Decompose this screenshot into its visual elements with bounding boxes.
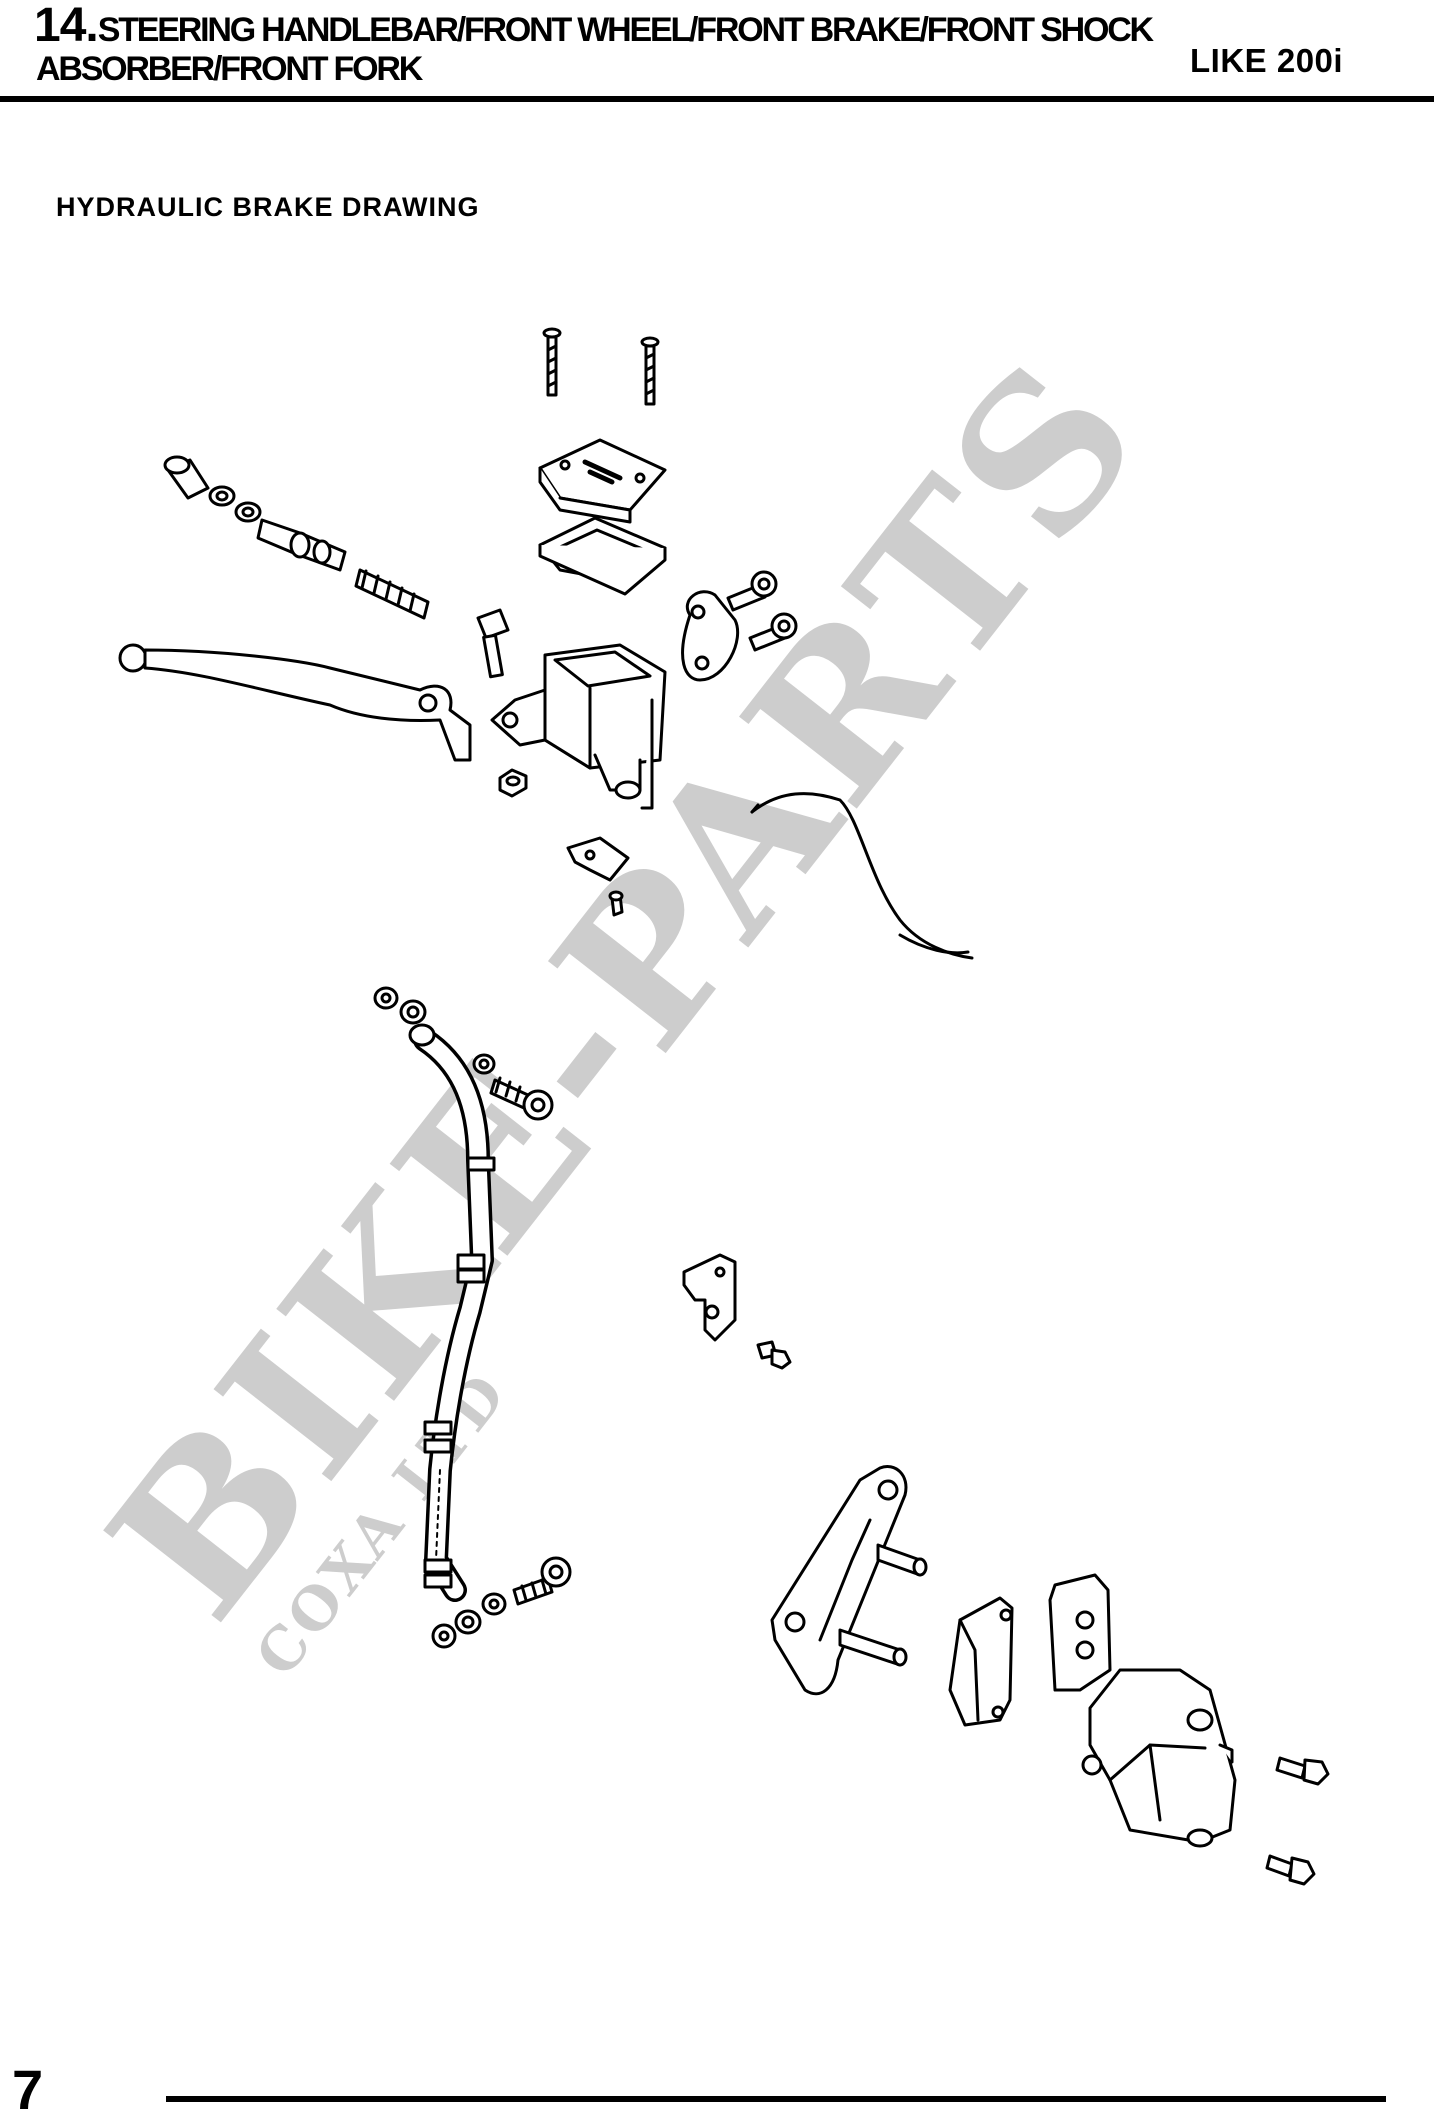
cover-screw-right [640, 336, 660, 406]
piston-boot [163, 455, 210, 500]
header-divider [0, 96, 1434, 102]
brake-pad-inner [1048, 1573, 1112, 1692]
section-title: HYDRAULIC BRAKE DRAWING [56, 192, 480, 222]
chapter-title-line1: STEERING HANDLEBAR/FRONT WHEEL/FRONT BRA… [97, 11, 1154, 49]
hose-washer-upper-2 [399, 999, 427, 1025]
piston-circlip [234, 501, 262, 523]
footer-divider [166, 2096, 1386, 2102]
brake-light-switch [566, 836, 630, 882]
bracket-bolt [756, 1340, 792, 1370]
hose-guide-bracket [682, 1253, 737, 1342]
banjo-bolt-lower [512, 1556, 572, 1606]
caliper-bolt-lower [1265, 1854, 1316, 1886]
brake-hose [408, 1023, 496, 1602]
brake-caliper [1081, 1668, 1237, 1848]
pivot-nut [498, 768, 528, 798]
hose-washer-lower-1 [431, 1623, 457, 1649]
bolt-washer-lower [481, 1592, 507, 1616]
banjo-bolt-upper [489, 1076, 554, 1121]
handlebar-clamp [681, 590, 740, 682]
chapter-number: 14. [34, 0, 99, 52]
brake-piston [256, 518, 347, 572]
chapter-heading: 14.STEERING HANDLEBAR/FRONT WHEEL/FRONT … [34, 0, 1154, 52]
caliper-bolt-upper [1275, 1756, 1330, 1786]
reservoir-cap [538, 438, 667, 524]
hose-washer-lower-2 [454, 1609, 482, 1635]
hose-washer-upper-1 [373, 986, 399, 1010]
chapter-title-line2: ABSORBER/FRONT FORK [36, 50, 423, 88]
bolt-washer-upper [472, 1053, 496, 1075]
piston-washer [208, 485, 236, 507]
clamp-bolt-upper [726, 570, 778, 612]
reservoir-diaphragm [538, 516, 667, 596]
piston-spring [354, 568, 430, 620]
lever-pivot-bolt [476, 608, 510, 679]
page-number: 7 [12, 2058, 44, 2121]
cover-screw-left [542, 327, 562, 397]
clamp-bolt-lower [748, 612, 798, 652]
brake-lever [118, 643, 472, 762]
master-cylinder-body [490, 643, 667, 810]
switch-screw [608, 890, 624, 917]
brake-pad-outer [948, 1596, 1014, 1727]
switch-wire [750, 792, 974, 960]
model-name: LIKE 200i [1190, 42, 1344, 79]
caliper-bracket [770, 1465, 928, 1696]
